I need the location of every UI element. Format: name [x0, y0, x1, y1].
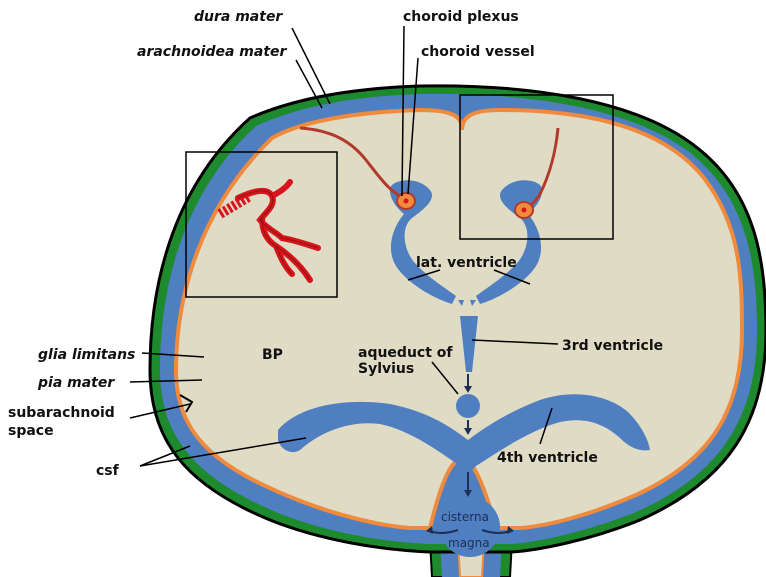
- label-aqueduct-line2: Sylvius: [358, 361, 414, 377]
- label-lat-ventricle: lat. ventricle: [416, 255, 517, 271]
- label-bp: BP: [262, 347, 283, 363]
- label-subarachnoid-line1: subarachnoid: [8, 405, 115, 421]
- label-glia-limitans: glia limitans: [38, 347, 135, 363]
- choroid-plexus-left-core: [404, 199, 409, 204]
- label-cisterna: cisterna: [441, 510, 489, 524]
- label-3rd-ventricle: 3rd ventricle: [562, 338, 663, 354]
- label-aqueduct-line1: aqueduct of: [358, 345, 453, 361]
- aqueduct-of-sylvius: [456, 394, 480, 418]
- label-arachnoidea-mater: arachnoidea mater: [137, 44, 288, 60]
- label-4th-ventricle: 4th ventricle: [497, 450, 598, 466]
- label-csf: csf: [96, 463, 120, 479]
- label-pia-mater: pia mater: [37, 375, 115, 391]
- label-magna: magna: [448, 536, 490, 550]
- choroid-plexus-right-core: [522, 208, 527, 213]
- label-choroid-vessel: choroid vessel: [421, 44, 535, 60]
- leader-dura: [292, 28, 330, 104]
- label-dura-mater: dura mater: [194, 9, 283, 25]
- label-choroid-plexus: choroid plexus: [403, 9, 519, 25]
- label-subarachnoid-line2: space: [8, 423, 54, 439]
